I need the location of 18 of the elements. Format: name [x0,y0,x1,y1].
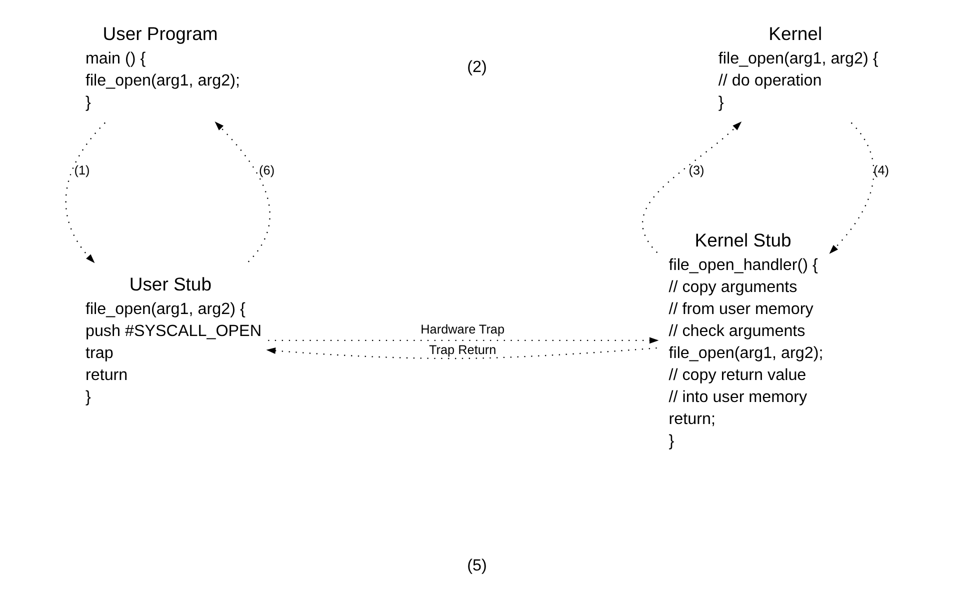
node-text: User Program main () { file_open(arg1, arg2); } [84,22,240,112]
edge-label: (3) [688,163,704,178]
arrow [828,122,874,254]
node-text: Kernel Stub file_open_handler() { // copy arguments // from user memory // check arguments file_open(arg1, arg2); // copy return value // into user memory return; } [668,230,823,450]
label: (5) [466,556,486,575]
node-text: Kernel file_open(arg1, arg2) { // do operation } [718,22,878,112]
edge-label: (4) [873,163,889,178]
edge-label: Trap Return [428,343,496,358]
edge-label: (1) [74,163,90,178]
arrow [214,121,270,262]
arrow [642,121,742,253]
node-text: User Stub file_open(arg1, arg2) { push #SYSCALL_OPEN trap return } [84,274,261,406]
label: (2) [466,58,486,76]
edge-label: (6) [258,163,274,178]
arrow [268,337,658,344]
arrow [64,122,106,264]
edge-label: Hardware Trap [420,322,504,336]
arrow [266,347,656,360]
